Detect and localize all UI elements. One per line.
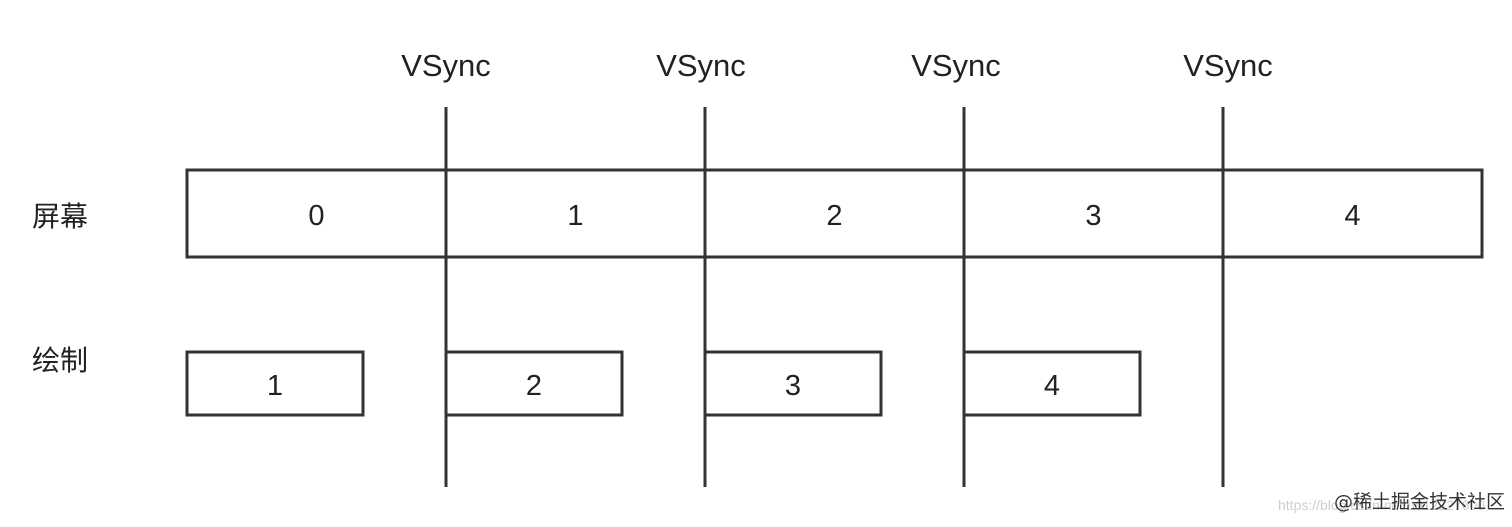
vsync-label-1: VSync xyxy=(401,48,491,83)
screen-frame-label-1: 1 xyxy=(567,200,584,232)
draw-row-label: 绘制 xyxy=(32,344,89,377)
screen-frame-label-2: 2 xyxy=(826,200,843,232)
vsync-label-3: VSync xyxy=(911,48,1001,83)
draw-frame-label-4: 4 xyxy=(1043,370,1061,402)
vsync-label-2: VSync xyxy=(656,48,746,83)
draw-frame-label-3: 3 xyxy=(784,370,802,402)
draw-frame-box-1 xyxy=(185,350,365,417)
watermark-url: https://blog.csdn.net/u012227600 xyxy=(1278,497,1486,513)
draw-frame-label-2: 2 xyxy=(525,370,543,402)
screen-frame-label-3: 3 xyxy=(1085,200,1102,232)
screen-frame-label-4: 4 xyxy=(1344,200,1361,232)
watermark-brand: @稀土掘金技术社区 xyxy=(1334,491,1506,513)
screen-row-label: 屏幕 xyxy=(32,200,89,233)
vsync-label-4: VSync xyxy=(1183,48,1273,83)
draw-frame-label-1: 1 xyxy=(266,370,284,402)
screen-frame-label-0: 0 xyxy=(308,200,325,232)
